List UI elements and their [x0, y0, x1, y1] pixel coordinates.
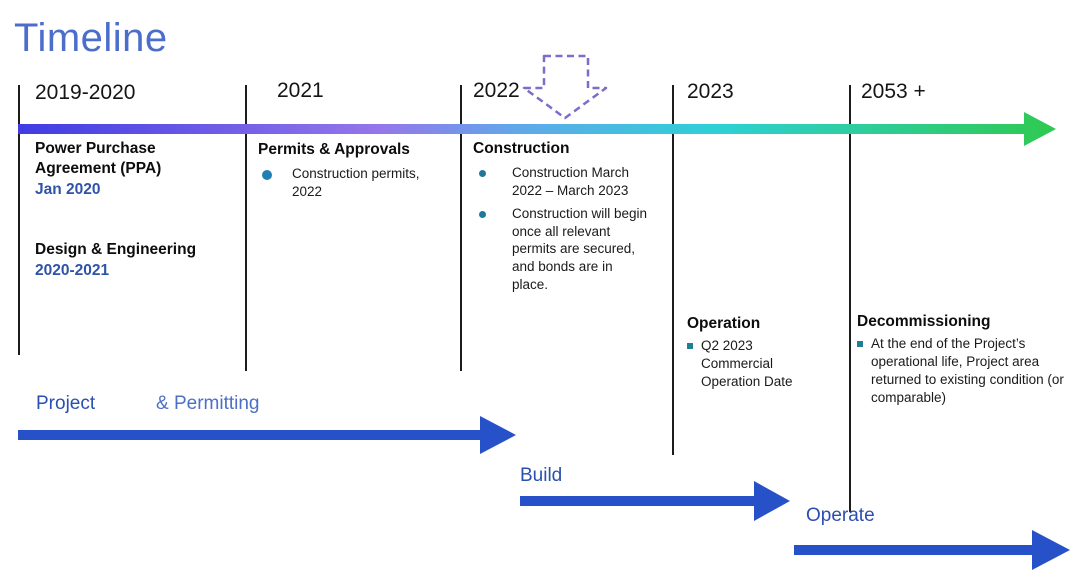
build-phase-arrow — [520, 481, 790, 521]
column-2021: Permits & Approvals Construction permits… — [258, 140, 453, 201]
round-bullet-icon — [262, 170, 272, 181]
year-label-2019-2020: 2019-2020 — [35, 81, 136, 104]
year-label-2022: 2022 — [473, 79, 520, 102]
event-design-engineering: Design & Engineering 2020-2021 — [35, 240, 213, 280]
column-2019-2020-event-2: Design & Engineering 2020-2021 — [35, 240, 213, 280]
page-title: Timeline — [14, 16, 168, 60]
event-date: Jan 2020 — [35, 181, 101, 199]
year-label-2053: 2053 + — [861, 80, 926, 103]
phase-label-operate: Operate — [806, 505, 875, 526]
year-label-2021: 2021 — [277, 79, 324, 102]
phase-label-project: Project — [36, 393, 96, 414]
bullet-text: Construction permits, 2022 — [292, 166, 420, 199]
square-bullet-icon — [857, 341, 863, 348]
event-title: Power Purchase Agreement (PPA) — [35, 140, 162, 178]
column-heading: Operation — [687, 315, 761, 332]
divider-line-2 — [245, 85, 247, 371]
bullet-text: Construction March 2022 – March 2023 — [512, 165, 630, 198]
round-bullet-icon — [479, 210, 486, 218]
bullet-text: Q2 2023 Commercial Operation Date — [701, 338, 793, 389]
bullet-item: Construction March 2022 – March 2023 — [473, 164, 653, 200]
phase-label-build: Build — [520, 465, 563, 486]
round-bullet-icon — [479, 170, 486, 178]
bullet-item: Construction permits, 2022 — [258, 165, 453, 201]
divider-line-5 — [849, 85, 851, 512]
timeline-gradient-arrow — [18, 112, 1056, 146]
square-bullet-icon — [687, 343, 693, 350]
column-heading: Construction — [473, 140, 570, 157]
divider-line-3 — [460, 85, 462, 371]
column-heading: Decommissioning — [857, 313, 991, 330]
bullet-text: Construction will begin once all relevan… — [512, 205, 648, 293]
divider-line-4 — [672, 85, 674, 455]
column-2019-2020: Power Purchase Agreement (PPA) Jan 2020 — [35, 139, 213, 199]
column-2022: Construction Construction March 2022 – M… — [473, 139, 653, 294]
event-date: 2020-2021 — [35, 262, 110, 280]
project-phase-arrow — [18, 416, 516, 454]
bullet-item: At the end of the Project’s operational … — [857, 335, 1085, 406]
phase-label-permitting: & Permitting — [156, 393, 260, 414]
event-title: Design & Engineering — [35, 241, 197, 258]
column-heading: Permits & Approvals — [258, 141, 410, 158]
column-2023: Operation Q2 2023 Commercial Operation D… — [687, 314, 827, 391]
dashed-down-arrow-icon — [522, 54, 608, 120]
operate-phase-arrow — [794, 530, 1070, 570]
bullet-text: At the end of the Project’s operational … — [871, 336, 1064, 405]
year-label-2023: 2023 — [687, 80, 734, 103]
column-2053: Decommissioning At the end of the Projec… — [857, 312, 1085, 406]
divider-line-1 — [18, 85, 20, 355]
event-ppa: Power Purchase Agreement (PPA) Jan 2020 — [35, 139, 213, 199]
bullet-item: Q2 2023 Commercial Operation Date — [687, 337, 827, 390]
bullet-item: Construction will begin once all relevan… — [473, 205, 653, 294]
